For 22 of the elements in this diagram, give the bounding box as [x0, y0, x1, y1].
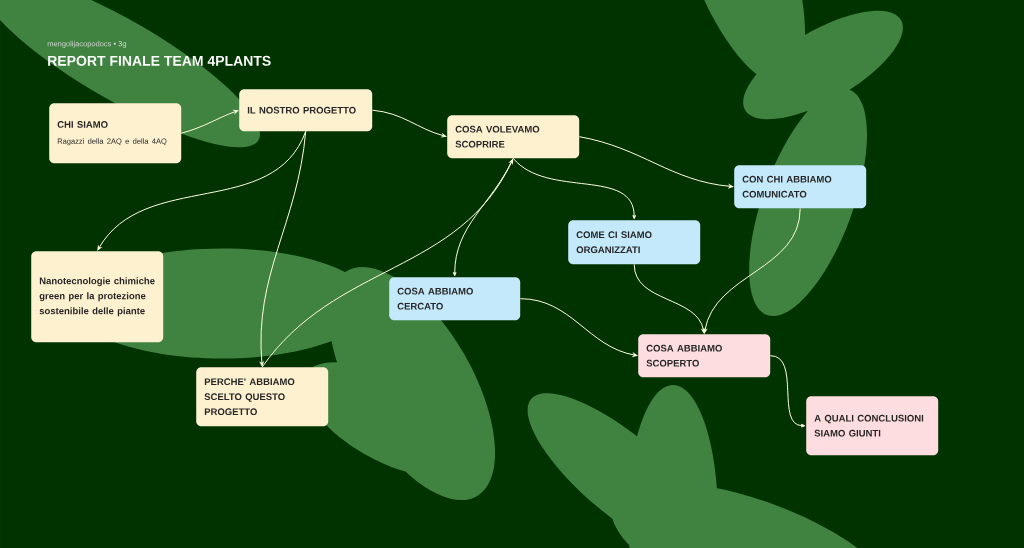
note-card: CON CHI ABBIAMO COMUNICATO [734, 165, 867, 209]
note-card: COSA ABBIAMO SCOPERTO [638, 334, 771, 378]
note-card: COSA ABBIAMO CERCATO [389, 277, 521, 321]
arrow [97, 130, 307, 251]
note-card: PERCHE' ABBIAMO SCELTO QUESTO PROGETTO [196, 367, 329, 427]
arrow [180, 109, 239, 134]
arrow [633, 263, 706, 334]
board-title: REPORT FINALE TEAM 4PLANTS [48, 55, 271, 66]
arrow [703, 207, 801, 334]
arrow [260, 130, 307, 367]
note-card: COSA VOLEVAMO SCOPRIRE [447, 115, 580, 159]
note-card: A QUALI CONCLUSIONI SIAMO GIUNTI [806, 396, 939, 456]
arrow [452, 157, 514, 277]
arrow [261, 159, 514, 368]
arrow [519, 298, 638, 357]
arrow [769, 355, 806, 428]
arrow [371, 109, 447, 138]
arrow [578, 136, 734, 189]
note-card: IL NOSTRO PROGETTO [239, 89, 373, 132]
arrow [512, 157, 637, 220]
note-card: Nanotecnologie chimiche green per la protezione sostenibile delle piante [31, 251, 164, 343]
note-card: COME CI SIAMO ORGANIZZATI [568, 220, 701, 265]
